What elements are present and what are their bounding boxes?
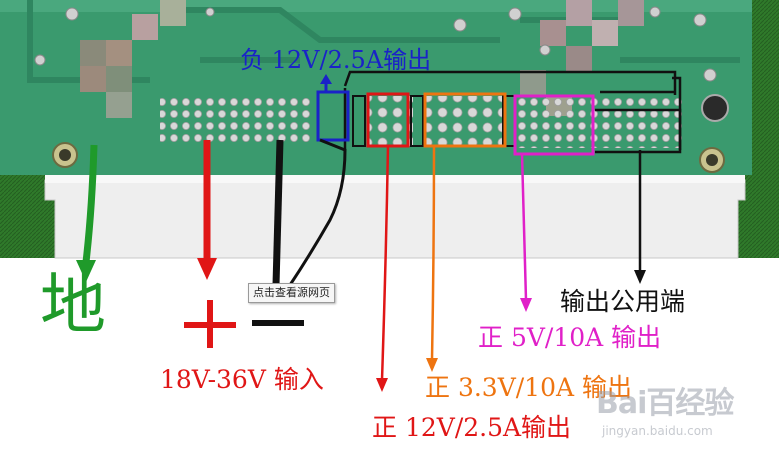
label-positive-3v3-output: 正 3.3V/10A 输出 [425, 373, 632, 402]
neg12v-arrow-head [320, 74, 332, 84]
view-source-tooltip[interactable]: 点击查看源网页 [248, 283, 335, 303]
label-negative-12v-output: 负 12V/2.5A输出 [240, 46, 432, 74]
pos3v3-arrow [430, 145, 436, 361]
mounting-holes [52, 94, 729, 173]
label-input-range: 18V-36V 输入 [160, 365, 324, 394]
pos5v-arrow [520, 153, 528, 301]
pos5v-highlight-box [513, 94, 595, 156]
minus-sign-bar [252, 320, 304, 326]
header-pads-left [160, 96, 314, 144]
neg12v-wire [288, 138, 347, 286]
watermark-brand: Bai百经验 [596, 386, 734, 421]
header-pads-mid-b [425, 96, 503, 146]
header-pads-right [515, 98, 685, 148]
ground-arrow [82, 144, 98, 263]
minus-arrow [272, 139, 284, 286]
label-common-output: 输出公用端 [560, 287, 686, 316]
pos3v3-highlight-box [423, 92, 507, 148]
connector-housing [44, 179, 746, 259]
label-positive-12v-output: 正 12V/2.5A输出 [372, 413, 572, 442]
watermark-site: jingyan.baidu.com [602, 424, 713, 438]
label-positive-5v-output: 正 5V/10A 输出 [478, 323, 662, 352]
mosaic-blur [80, 0, 644, 118]
common-output-bracket [343, 70, 682, 150]
label-ground: 地 [40, 266, 106, 343]
vias [34, 6, 717, 82]
pos12v-arrow [380, 145, 390, 381]
header-pads-mid-a [368, 96, 413, 146]
baidu-jingyan-watermark: Bai百经验 jingyan.baidu.com [596, 378, 776, 454]
